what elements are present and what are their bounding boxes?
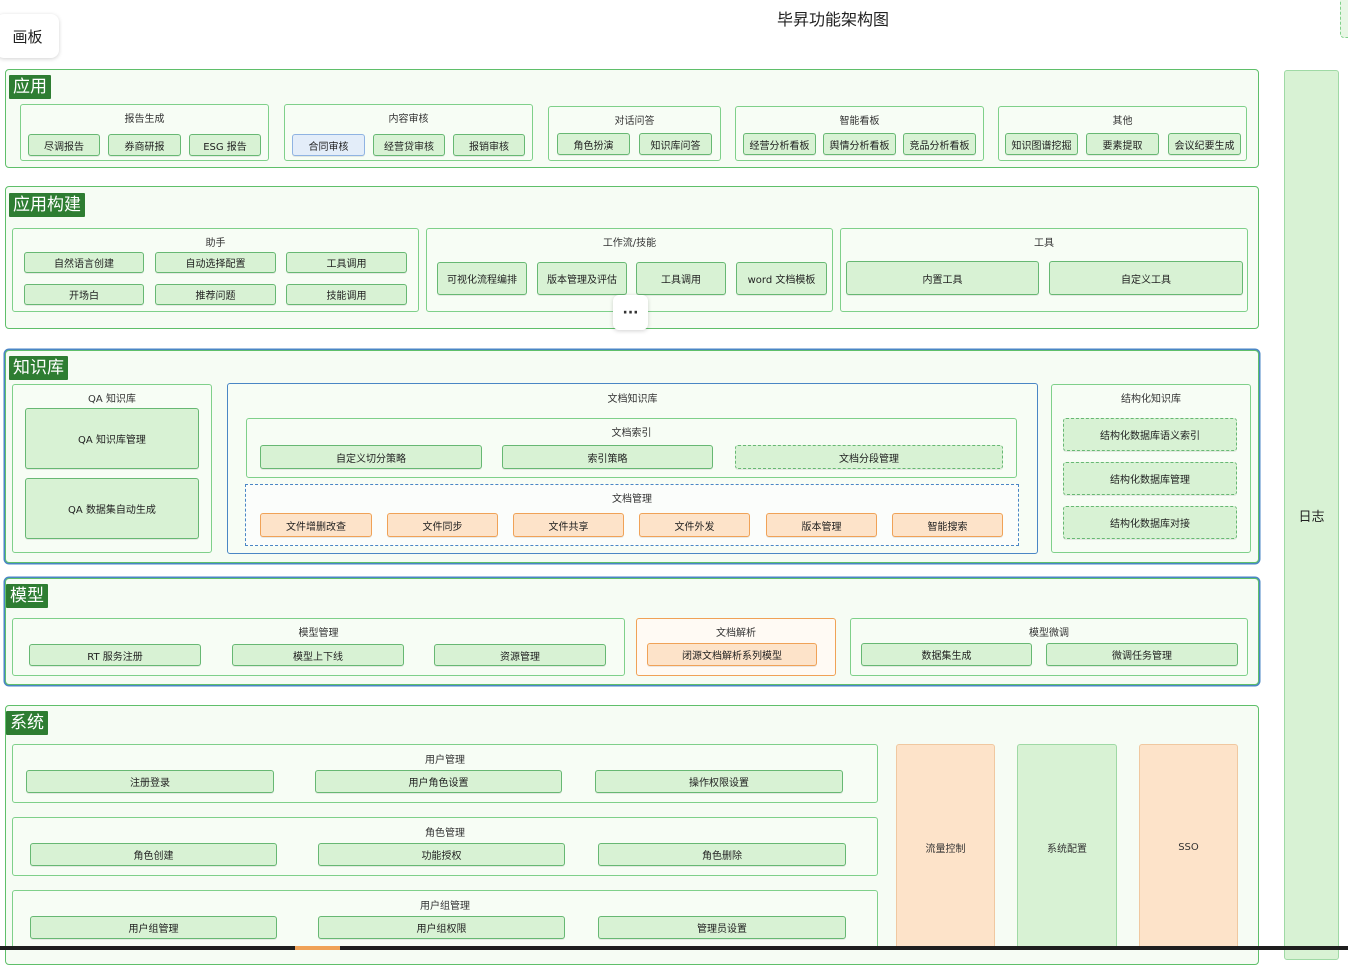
bottom-divider bbox=[0, 946, 1348, 950]
item-finetune-1[interactable]: 数据集生成 bbox=[861, 643, 1032, 666]
item-tools-1[interactable]: 内置工具 bbox=[846, 261, 1039, 295]
item-qa-1[interactable]: QA 知识库管理 bbox=[25, 408, 199, 469]
item-model-manage-3[interactable]: 资源管理 bbox=[434, 644, 606, 666]
item-dashboard-2[interactable]: 舆情分析看板 bbox=[823, 133, 896, 155]
item-chat-1[interactable]: 角色扮演 bbox=[557, 133, 630, 155]
group-review-title: 内容审核 bbox=[388, 114, 429, 125]
item-usergroup-3[interactable]: 管理员设置 bbox=[598, 916, 846, 939]
group-tools-title: 工具 bbox=[1034, 238, 1054, 249]
item-workflow-2[interactable]: 版本管理及评估 bbox=[537, 262, 627, 295]
bottom-orange-fragment bbox=[295, 946, 340, 950]
item-review-1[interactable]: 合同审核 bbox=[292, 134, 365, 156]
item-role-1[interactable]: 角色创建 bbox=[30, 843, 277, 866]
item-usergroup-1[interactable]: 用户组管理 bbox=[30, 916, 277, 939]
item-usergroup-2[interactable]: 用户组权限 bbox=[318, 916, 565, 939]
group-doc-manage[interactable] bbox=[245, 484, 1019, 546]
item-doc-parse-1[interactable]: 闭源文档解析系列模型 bbox=[647, 643, 817, 666]
group-finetune-title: 模型微调 bbox=[1029, 628, 1069, 639]
section-build-title: 应用构建 bbox=[9, 193, 85, 217]
item-struct-2[interactable]: 结构化数据库管理 bbox=[1063, 462, 1237, 495]
section-kb-title: 知识库 bbox=[9, 356, 68, 380]
group-doc-manage-title: 文档管理 bbox=[612, 494, 652, 505]
log-panel[interactable]: 日志 bbox=[1284, 70, 1339, 960]
item-assistant-3[interactable]: 工具调用 bbox=[286, 252, 407, 273]
more-options-icon[interactable]: ··· bbox=[613, 295, 648, 330]
item-assistant-4[interactable]: 开场白 bbox=[24, 284, 144, 305]
section-app-title: 应用 bbox=[9, 75, 51, 99]
item-manage-4[interactable]: 文件外发 bbox=[639, 513, 750, 537]
item-tools-2[interactable]: 自定义工具 bbox=[1049, 261, 1243, 295]
item-workflow-3[interactable]: 工具调用 bbox=[636, 262, 726, 295]
item-qa-2[interactable]: QA 数据集自动生成 bbox=[25, 478, 199, 539]
group-role-title: 角色管理 bbox=[425, 828, 465, 839]
item-finetune-2[interactable]: 微调任务管理 bbox=[1046, 643, 1238, 666]
item-other-3[interactable]: 会议纪要生成 bbox=[1168, 133, 1241, 155]
group-report-title: 报告生成 bbox=[124, 114, 165, 125]
item-sso[interactable]: SSO bbox=[1139, 744, 1238, 950]
section-system-title: 系统 bbox=[6, 711, 48, 735]
group-assistant-title: 助手 bbox=[205, 238, 226, 249]
item-index-1[interactable]: 自定义切分策略 bbox=[260, 445, 482, 469]
item-dashboard-1[interactable]: 经营分析看板 bbox=[743, 133, 816, 155]
item-model-manage-1[interactable]: RT 服务注册 bbox=[29, 644, 201, 666]
item-report-1[interactable]: 尽调报告 bbox=[28, 134, 100, 156]
edge-shape-fragment bbox=[1340, 0, 1348, 38]
group-qa-title: QA 知识库 bbox=[88, 394, 136, 405]
group-workflow-title: 工作流/技能 bbox=[602, 238, 657, 249]
item-index-3[interactable]: 文档分段管理 bbox=[735, 445, 1003, 469]
item-system-config[interactable]: 系统配置 bbox=[1017, 744, 1117, 950]
item-assistant-6[interactable]: 技能调用 bbox=[286, 284, 407, 305]
group-dashboard-title: 智能看板 bbox=[839, 116, 880, 127]
item-assistant-2[interactable]: 自动选择配置 bbox=[155, 252, 276, 273]
item-model-manage-2[interactable]: 模型上下线 bbox=[232, 644, 404, 666]
item-traffic-control[interactable]: 流量控制 bbox=[896, 744, 995, 950]
group-struct-title: 结构化知识库 bbox=[1121, 394, 1181, 405]
item-other-1[interactable]: 知识图谱挖掘 bbox=[1005, 133, 1078, 155]
group-doc-parse-title: 文档解析 bbox=[716, 628, 756, 639]
item-review-2[interactable]: 经营贷审核 bbox=[373, 134, 445, 156]
item-review-3[interactable]: 报销审核 bbox=[453, 134, 525, 156]
canvas-button[interactable]: 画板 bbox=[0, 14, 59, 58]
item-report-2[interactable]: 券商研报 bbox=[108, 134, 181, 156]
item-manage-3[interactable]: 文件共享 bbox=[513, 513, 624, 537]
item-report-3[interactable]: ESG 报告 bbox=[189, 134, 261, 156]
item-struct-3[interactable]: 结构化数据库对接 bbox=[1063, 506, 1237, 539]
item-assistant-1[interactable]: 自然语言创建 bbox=[24, 252, 144, 273]
group-model-manage-title: 模型管理 bbox=[298, 628, 339, 639]
group-other-title: 其他 bbox=[1112, 116, 1133, 127]
section-model-title: 模型 bbox=[6, 584, 48, 608]
item-user-2[interactable]: 用户角色设置 bbox=[315, 770, 562, 793]
group-doc-kb-title: 文档知识库 bbox=[607, 394, 658, 405]
item-role-3[interactable]: 角色删除 bbox=[598, 843, 846, 866]
item-manage-6[interactable]: 智能搜索 bbox=[892, 513, 1003, 537]
item-manage-1[interactable]: 文件增删改查 bbox=[260, 513, 372, 537]
group-chat-title: 对话问答 bbox=[614, 116, 655, 127]
item-dashboard-3[interactable]: 竞品分析看板 bbox=[903, 133, 976, 155]
item-index-2[interactable]: 索引策略 bbox=[502, 445, 713, 469]
item-user-1[interactable]: 注册登录 bbox=[26, 770, 274, 793]
item-other-2[interactable]: 要素提取 bbox=[1086, 133, 1159, 155]
item-manage-2[interactable]: 文件同步 bbox=[387, 513, 498, 537]
item-workflow-1[interactable]: 可视化流程编排 bbox=[437, 262, 527, 295]
item-assistant-5[interactable]: 推荐问题 bbox=[155, 284, 276, 305]
item-struct-1[interactable]: 结构化数据库语义索引 bbox=[1063, 418, 1237, 451]
item-manage-5[interactable]: 版本管理 bbox=[766, 513, 877, 537]
page-title: 毕昇功能架构图 bbox=[776, 10, 889, 29]
item-role-2[interactable]: 功能授权 bbox=[318, 843, 565, 866]
group-usergroup-title: 用户组管理 bbox=[420, 901, 470, 912]
item-user-3[interactable]: 操作权限设置 bbox=[595, 770, 843, 793]
group-doc-index-title: 文档索引 bbox=[611, 428, 652, 439]
group-user-title: 用户管理 bbox=[425, 755, 465, 766]
item-workflow-4[interactable]: word 文档模板 bbox=[736, 262, 827, 295]
item-chat-2[interactable]: 知识库问答 bbox=[639, 133, 712, 155]
